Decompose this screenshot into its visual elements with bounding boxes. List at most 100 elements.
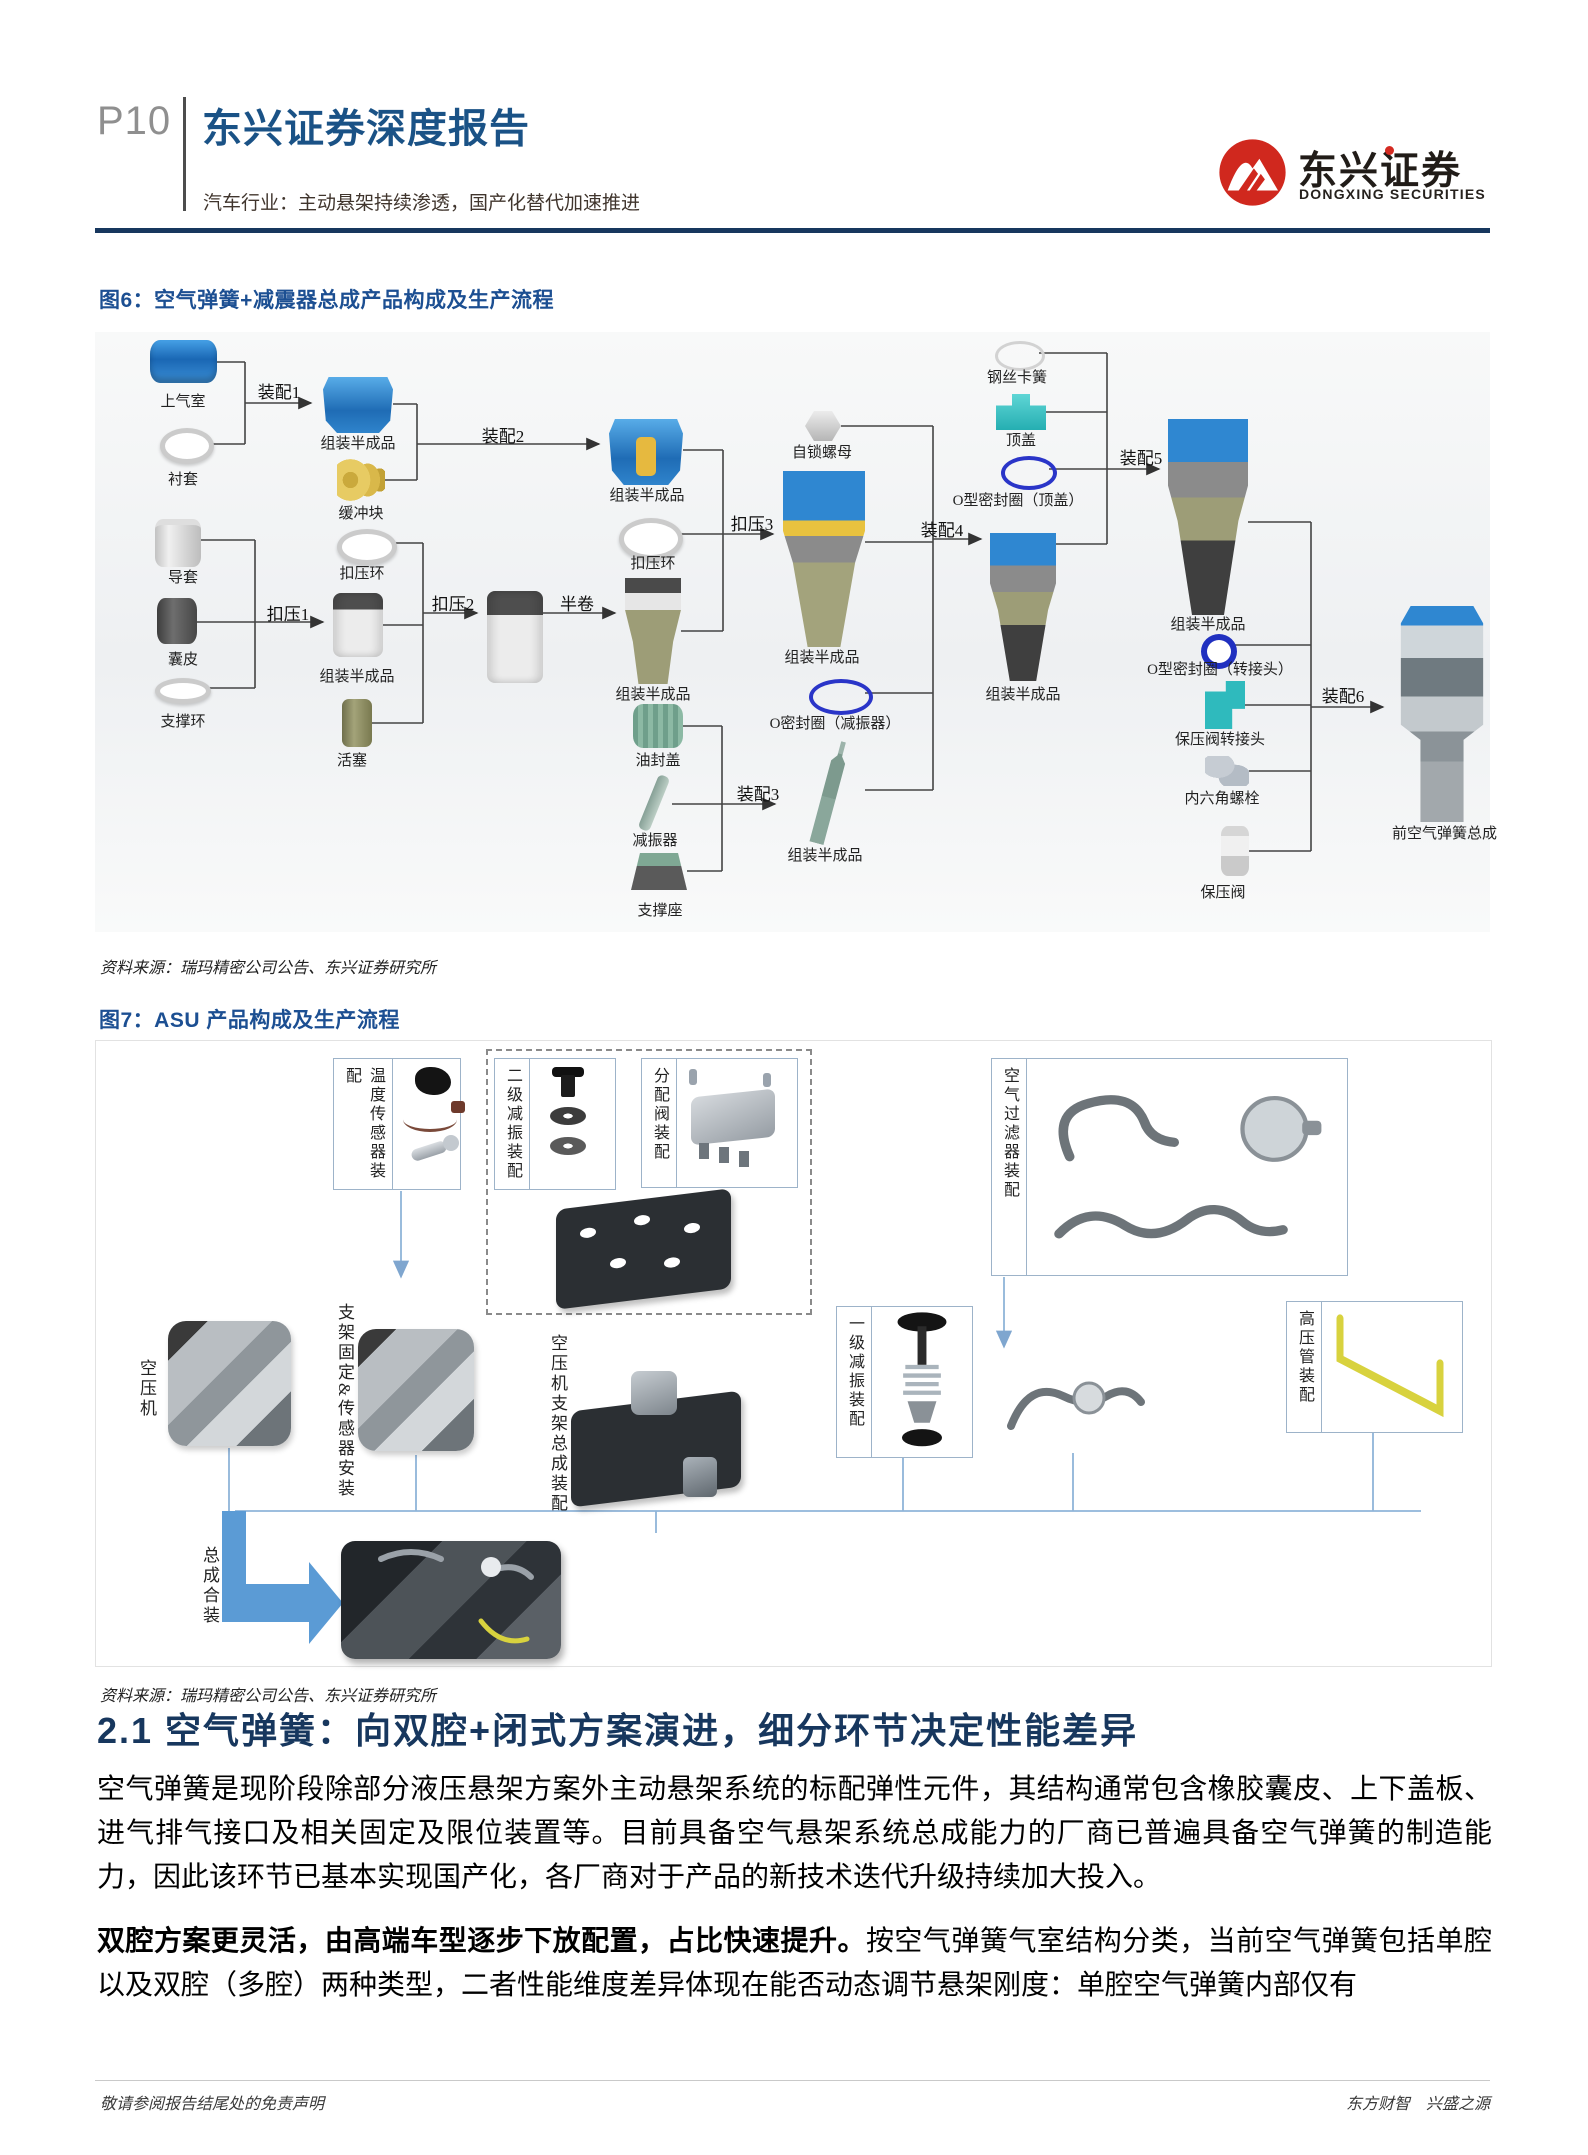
step-label: 装配4 (920, 521, 964, 540)
part-label: 组装半成品 (319, 669, 395, 685)
logo-red-dot (1385, 146, 1394, 155)
box-label: 一级减振装配 (837, 1307, 872, 1457)
figure6-source: 资料来源：瑞玛精密公司公告、东兴证券研究所 (100, 960, 437, 977)
part-label: 组装半成品 (609, 488, 685, 504)
part-label: O型密封圈（转接头） (1147, 662, 1293, 678)
part-label: 支撑座 (637, 903, 683, 919)
part-o-ring-top-cover (1001, 456, 1057, 490)
paragraph-1: 空气弹簧是现阶段除部分液压悬架方案外主动悬架系统的标配弹性元件，其结构通常包含橡… (97, 1774, 1492, 1893)
page-number: P10 (97, 99, 172, 143)
part-self-locking-nut (805, 411, 841, 441)
label-final-assembly: 总成合装 (200, 1546, 219, 1626)
step-label: 装配1 (257, 383, 301, 402)
distribution-valve-image (677, 1059, 797, 1187)
figure6-title: 图6：空气弹簧+减震器总成产品构成及生产流程 (99, 289, 554, 312)
box-label: 高压管装配 (1287, 1302, 1322, 1432)
box-label: 空气过滤器装配 (992, 1059, 1027, 1275)
temp-sensor-image (393, 1059, 465, 1189)
part-buffer-block (337, 458, 385, 502)
step-label: 扣压1 (266, 605, 310, 624)
figure7-source: 资料来源：瑞玛精密公司公告、东兴证券研究所 (100, 1688, 437, 1705)
part-label: 上气室 (160, 394, 206, 410)
footer-disclaimer: 敬请参阅报告结尾处的免责声明 (100, 2096, 325, 2113)
box-label: 二级减振装配 (495, 1059, 530, 1189)
figure7-connectors (222, 1191, 1421, 1644)
part-support-ring (155, 678, 211, 704)
box-label: 温度传感器装配 (334, 1059, 393, 1189)
box-distribution-valve: 分配阀装配 (641, 1058, 798, 1188)
part-label: 活塞 (336, 753, 367, 769)
secondary-damping-image (530, 1059, 615, 1189)
part-label: 支撑环 (160, 714, 206, 730)
box-secondary-damping: 二级减振装配 (494, 1058, 616, 1190)
part-label: 缓冲块 (338, 506, 384, 522)
asu-final-product-image (341, 1541, 561, 1659)
part-label: 保压阀转接头 (1174, 732, 1265, 748)
part-label: 前空气弹簧总成 (1391, 826, 1497, 842)
figure6-connectors (195, 352, 1385, 872)
part-label: 囊皮 (167, 652, 198, 668)
part-bushing (160, 428, 214, 464)
header-divider (183, 97, 186, 211)
part-hex-socket-bolt (1205, 756, 1249, 786)
footer-slogan: 东方财智 兴盛之源 (1345, 2096, 1490, 2113)
part-rubber-bladder (157, 598, 197, 644)
compressor-image-2 (358, 1329, 474, 1451)
primary-damping-image (872, 1307, 972, 1457)
figure7-title: 图7：ASU 产品构成及生产流程 (99, 1009, 400, 1032)
part-subassembly-mid (487, 591, 543, 683)
compressor-image-1 (168, 1321, 291, 1446)
report-type-title: 东兴证券深度报告 (202, 107, 530, 151)
paragraph-2-bold: 双腔方案更灵活，由高端车型逐步下放配置，占比快速提升。 (97, 1926, 866, 1957)
part-oil-seal-cap (633, 704, 683, 748)
box-primary-damping: 一级减振装配 (836, 1306, 973, 1458)
part-crimp-ring-1 (337, 529, 397, 565)
logo-text-cn: 东兴证券 (1298, 150, 1463, 193)
part-label: 衬套 (167, 472, 198, 488)
part-upper-air-chamber (150, 340, 217, 383)
part-support-seat (631, 853, 687, 890)
part-piston (342, 699, 372, 747)
part-label: 组装半成品 (787, 848, 863, 864)
label-bracket-sensor-install: 支架固定&传感器安装 (335, 1303, 354, 1500)
final-assembly-arrow (222, 1511, 343, 1644)
step-label: 装配2 (481, 427, 525, 446)
box-high-pressure-pipe: 高压管装配 (1286, 1301, 1463, 1433)
paragraph-2: 双腔方案更灵活，由高端车型逐步下放配置，占比快速提升。按空气弹簧气室结构分类，当… (97, 1920, 1492, 2008)
part-label: 保压阀 (1200, 885, 1246, 901)
step-label: 装配3 (736, 785, 780, 804)
part-label: 钢丝卡簧 (986, 370, 1047, 386)
part-label: 自锁螺母 (791, 445, 852, 461)
step-label: 装配5 (1119, 449, 1163, 468)
paragraph-2-rest: 按空气弹簧气室结构分类，当前空气弹簧包括单腔以及双腔（多腔）两种类型，二者性能维… (97, 1926, 1492, 2001)
part-label: 组装半成品 (985, 687, 1061, 703)
section-heading: 2.1 空气弹簧：向双腔+闭式方案演进，细分环节决定性能差异 (97, 1710, 1139, 1751)
part-o-ring-adapter (1201, 634, 1237, 669)
part-subassembly-1 (323, 377, 393, 433)
box-air-filter: 空气过滤器装配 (991, 1058, 1348, 1276)
part-label: 扣压环 (630, 556, 676, 572)
part-label: 组装半成品 (615, 687, 691, 703)
part-guide-sleeve (155, 519, 201, 567)
part-label: 内六角螺栓 (1184, 791, 1260, 807)
part-wire-circlip (995, 341, 1045, 371)
dongxing-logo-icon (1218, 138, 1287, 207)
high-pressure-pipe-image (1322, 1302, 1462, 1432)
pipe-assembly-image (1001, 1356, 1146, 1451)
box-label: 分配阀装配 (642, 1059, 677, 1187)
logo-text-en: DONGXING SECURITIES (1299, 186, 1486, 202)
box-temp-sensor: 温度传感器装配 (333, 1058, 465, 1190)
part-subassembly-2 (333, 593, 383, 657)
figure7-diagram: 温度传感器装配 二级减振装配 分配阀装配 (95, 1040, 1492, 1667)
part-label: 组装半成品 (784, 650, 860, 666)
header-rule (95, 228, 1490, 233)
label-compressor: 空压机 (137, 1359, 156, 1419)
figure6-diagram: 上气室 衬套 导套 囊皮 支撑环 组装半成品 缓冲块 扣压环 组装半成品 活塞 … (95, 332, 1497, 932)
part-crimp-ring-2 (619, 518, 683, 560)
air-filter-image (1027, 1059, 1347, 1275)
part-label: O密封圈（减振器） (769, 716, 901, 732)
part-label: 减振器 (632, 833, 678, 849)
part-label: 导套 (167, 570, 198, 586)
part-label: 组装半成品 (1170, 617, 1246, 633)
